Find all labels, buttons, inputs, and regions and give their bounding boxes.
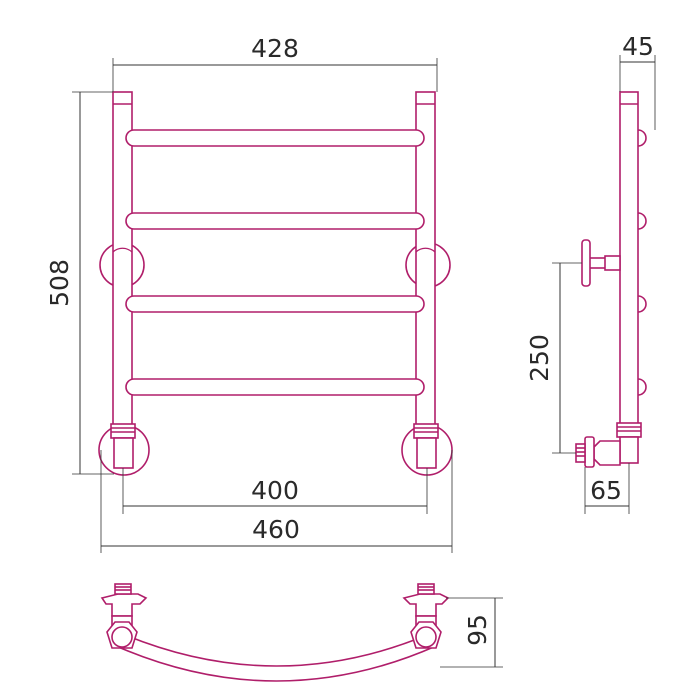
right-mount-hidden	[415, 247, 436, 253]
side-knob-3	[637, 295, 647, 313]
dim-label-side-offset: 65	[590, 476, 622, 505]
bottom-right-joint	[415, 626, 437, 648]
left-valve-body	[113, 437, 134, 469]
side-view	[575, 91, 647, 468]
side-knob-2	[637, 212, 647, 230]
rung-3	[125, 295, 425, 313]
side-knob-1	[637, 129, 647, 147]
left-nut	[110, 423, 136, 439]
side-elbow	[593, 440, 621, 466]
side-knob-4	[637, 378, 647, 396]
rung-1	[125, 129, 425, 147]
bottom-right-stub	[417, 583, 435, 595]
right-valve-body	[416, 437, 437, 469]
rung-4	[125, 378, 425, 396]
dim-label-outer-width: 460	[252, 515, 300, 544]
left-mount-hidden	[112, 247, 133, 253]
bottom-dimensions	[440, 597, 503, 668]
bottom-right-flange	[402, 593, 450, 617]
bottom-left-joint	[111, 626, 133, 648]
bottom-view	[100, 583, 450, 682]
side-upright	[619, 91, 639, 426]
dim-label-side-center: 250	[525, 334, 554, 382]
bottom-left-stub	[114, 583, 132, 595]
dim-label-top-width: 428	[251, 34, 299, 63]
dim-label-height: 508	[45, 259, 74, 307]
bottom-curved-rail	[115, 630, 437, 682]
rung-2	[125, 212, 425, 230]
front-dimensions	[72, 58, 453, 553]
dim-label-inner-width: 400	[251, 476, 299, 505]
bottom-left-flange	[100, 593, 148, 617]
side-mount-bracket	[604, 255, 621, 271]
side-connection-stub	[575, 443, 586, 463]
dim-label-bottom-depth: 95	[463, 614, 492, 646]
front-view	[98, 91, 453, 476]
side-dimensions	[552, 55, 656, 514]
side-valve-body	[619, 436, 639, 464]
right-nut	[413, 423, 439, 439]
dim-label-side-depth: 45	[622, 32, 654, 61]
side-nut	[616, 422, 642, 438]
side-wall-flange	[581, 239, 591, 287]
side-connection-flange	[584, 436, 595, 468]
